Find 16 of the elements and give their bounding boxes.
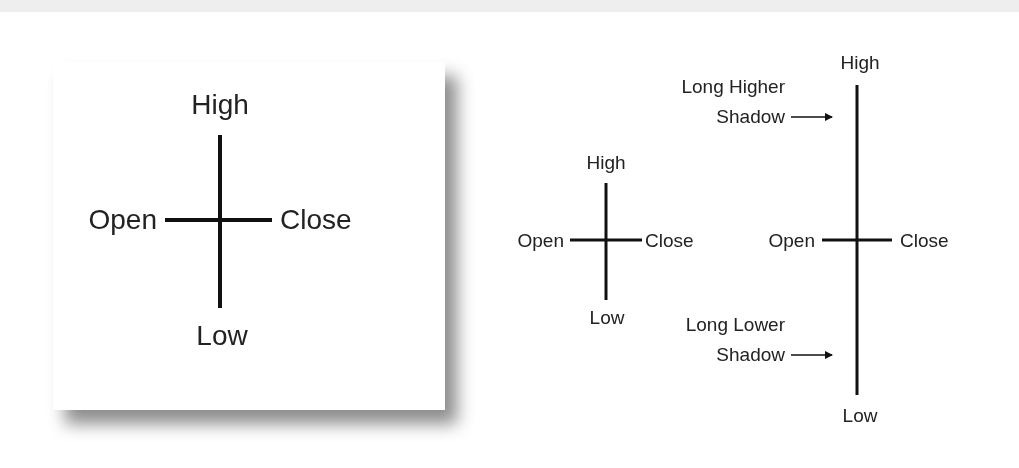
axis-label: Close (645, 230, 694, 250)
axis-label: Low (589, 307, 625, 327)
axis-label: Low (196, 322, 248, 350)
axis-label: Open (768, 230, 815, 250)
axis-label: Low (842, 405, 878, 425)
axis-label: Open (88, 206, 157, 234)
axis-label: High (191, 91, 249, 119)
annotation-text: Long Higher Shadow (655, 72, 785, 132)
arrow (790, 351, 833, 359)
axis-label: High (840, 52, 880, 72)
axis-label: Close (900, 230, 949, 250)
arrow (790, 113, 833, 121)
axis-label: High (586, 152, 626, 172)
axis-label: Open (517, 230, 564, 250)
axis-label: Close (280, 206, 352, 234)
annotation-text: Long Lower Shadow (655, 310, 785, 370)
